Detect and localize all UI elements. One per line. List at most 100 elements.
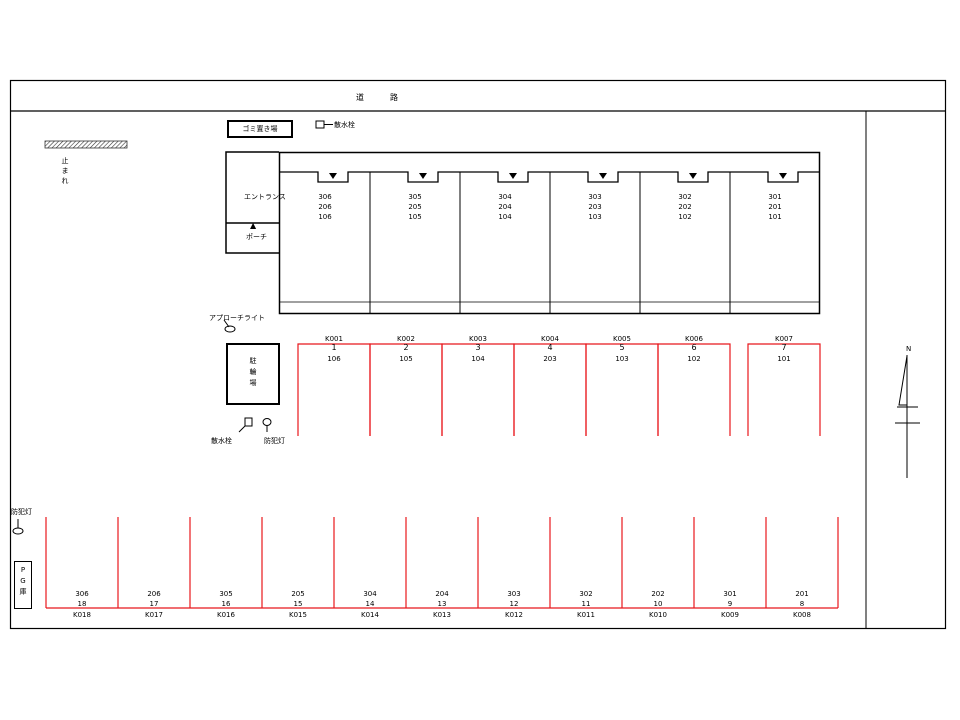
parking-number: 8	[799, 600, 805, 608]
parking-room: 306	[75, 590, 89, 598]
unit-room-number: 104	[498, 213, 512, 221]
parking-number: 17	[149, 600, 159, 608]
parking-code: K014	[361, 611, 379, 619]
parking-number: 4	[547, 343, 553, 352]
parking-number: 10	[653, 600, 663, 608]
bike-parking: 駐 輪 場	[226, 343, 280, 405]
unit-front-wall	[550, 171, 640, 183]
top-parking-lines	[297, 343, 821, 436]
parking-code: K009	[721, 611, 739, 619]
unit-front-wall	[640, 171, 730, 183]
parking-code: K001	[325, 335, 343, 343]
unit-door-arrow	[509, 173, 517, 179]
hydrant-symbol-top	[315, 120, 325, 129]
parking-number: 1	[331, 343, 337, 352]
hydrant-symbol	[244, 417, 253, 427]
building-outline	[278, 151, 821, 315]
parking-number: 16	[221, 600, 231, 608]
stop-text-3: れ	[61, 177, 69, 185]
unit-room-number: 305	[408, 193, 422, 201]
unit-room-number: 105	[408, 213, 422, 221]
parking-number: 13	[437, 600, 447, 608]
parking-room: 102	[687, 355, 701, 363]
parking-code: K010	[649, 611, 667, 619]
porch-label: ポーチ	[246, 233, 267, 241]
bike-parking-label-3: 場	[249, 379, 257, 387]
parking-room: 305	[219, 590, 233, 598]
approach-light-symbol	[224, 325, 236, 333]
north-label: N	[906, 345, 912, 353]
bike-parking-label-2: 輪	[249, 368, 257, 376]
unit-room-number: 304	[498, 193, 512, 201]
parking-code: K003	[469, 335, 487, 343]
entrance-wing	[225, 151, 279, 254]
parking-room: 106	[327, 355, 341, 363]
parking-room: 101	[777, 355, 791, 363]
unit-front-wall	[280, 171, 370, 183]
site-boundary	[9, 79, 947, 630]
pg-label-3: 庫	[19, 588, 27, 596]
unit-front-wall	[460, 171, 550, 183]
parking-room: 103	[615, 355, 629, 363]
parking-room: 205	[291, 590, 305, 598]
crime-light-left-label: 防犯灯	[11, 508, 32, 516]
parking-code: K018	[73, 611, 91, 619]
parking-code: K007	[775, 335, 793, 343]
parking-code: K006	[685, 335, 703, 343]
parking-number: 11	[581, 600, 591, 608]
parking-room: 203	[543, 355, 557, 363]
unit-room-number: 205	[408, 203, 422, 211]
unit-room-number: 302	[678, 193, 692, 201]
parking-room: 303	[507, 590, 521, 598]
pg-storage: P G 庫	[14, 561, 32, 609]
unit-room-number: 102	[678, 213, 692, 221]
pg-label-2: G	[20, 577, 26, 585]
stop-line	[44, 140, 128, 149]
unit-door-arrow	[779, 173, 787, 179]
parking-number: 18	[77, 600, 87, 608]
bottom-parking-lines	[45, 517, 839, 609]
hydrant-symbol-pipe	[238, 425, 246, 433]
unit-walls	[369, 172, 731, 313]
parking-code: K011	[577, 611, 595, 619]
entrance-label: エントランス	[244, 193, 286, 201]
unit-room-number: 202	[678, 203, 692, 211]
north-arrow-head	[898, 355, 908, 406]
unit-door-notches	[280, 171, 820, 183]
parking-space-top	[747, 343, 821, 436]
unit-room-number: 204	[498, 203, 512, 211]
stop-text-1: 止	[61, 157, 69, 165]
parking-code: K017	[145, 611, 163, 619]
parking-number: 14	[365, 600, 375, 608]
bike-parking-label-1: 駐	[249, 357, 257, 365]
parking-room: 202	[651, 590, 665, 598]
unit-room-number: 303	[588, 193, 602, 201]
approach-light-label: アプローチライト	[209, 314, 265, 322]
parking-number: 7	[781, 343, 787, 352]
parking-room: 206	[147, 590, 161, 598]
unit-room-number: 106	[318, 213, 332, 221]
porch-arrow: ▲	[250, 221, 257, 230]
parking-room: 304	[363, 590, 377, 598]
parking-number: 6	[691, 343, 697, 352]
unit-door-arrow	[689, 173, 697, 179]
unit-room-number: 201	[768, 203, 782, 211]
unit-door-arrow	[329, 173, 337, 179]
unit-room-number: 301	[768, 193, 782, 201]
stop-text-2: ま	[61, 167, 69, 175]
parking-code: K012	[505, 611, 523, 619]
unit-front-wall	[730, 171, 820, 183]
parking-room: 301	[723, 590, 737, 598]
unit-room-number: 203	[588, 203, 602, 211]
unit-room-number: 306	[318, 193, 332, 201]
north-arrow	[895, 355, 920, 478]
unit-room-number: 101	[768, 213, 782, 221]
unit-room-number: 103	[588, 213, 602, 221]
parking-number: 5	[619, 343, 625, 352]
parking-room: 302	[579, 590, 593, 598]
parking-code: K005	[613, 335, 631, 343]
hydrant-top-label: 散水栓	[334, 121, 355, 129]
parking-code: K015	[289, 611, 307, 619]
unit-door-arrow	[419, 173, 427, 179]
hydrant-label: 散水栓	[211, 437, 232, 445]
